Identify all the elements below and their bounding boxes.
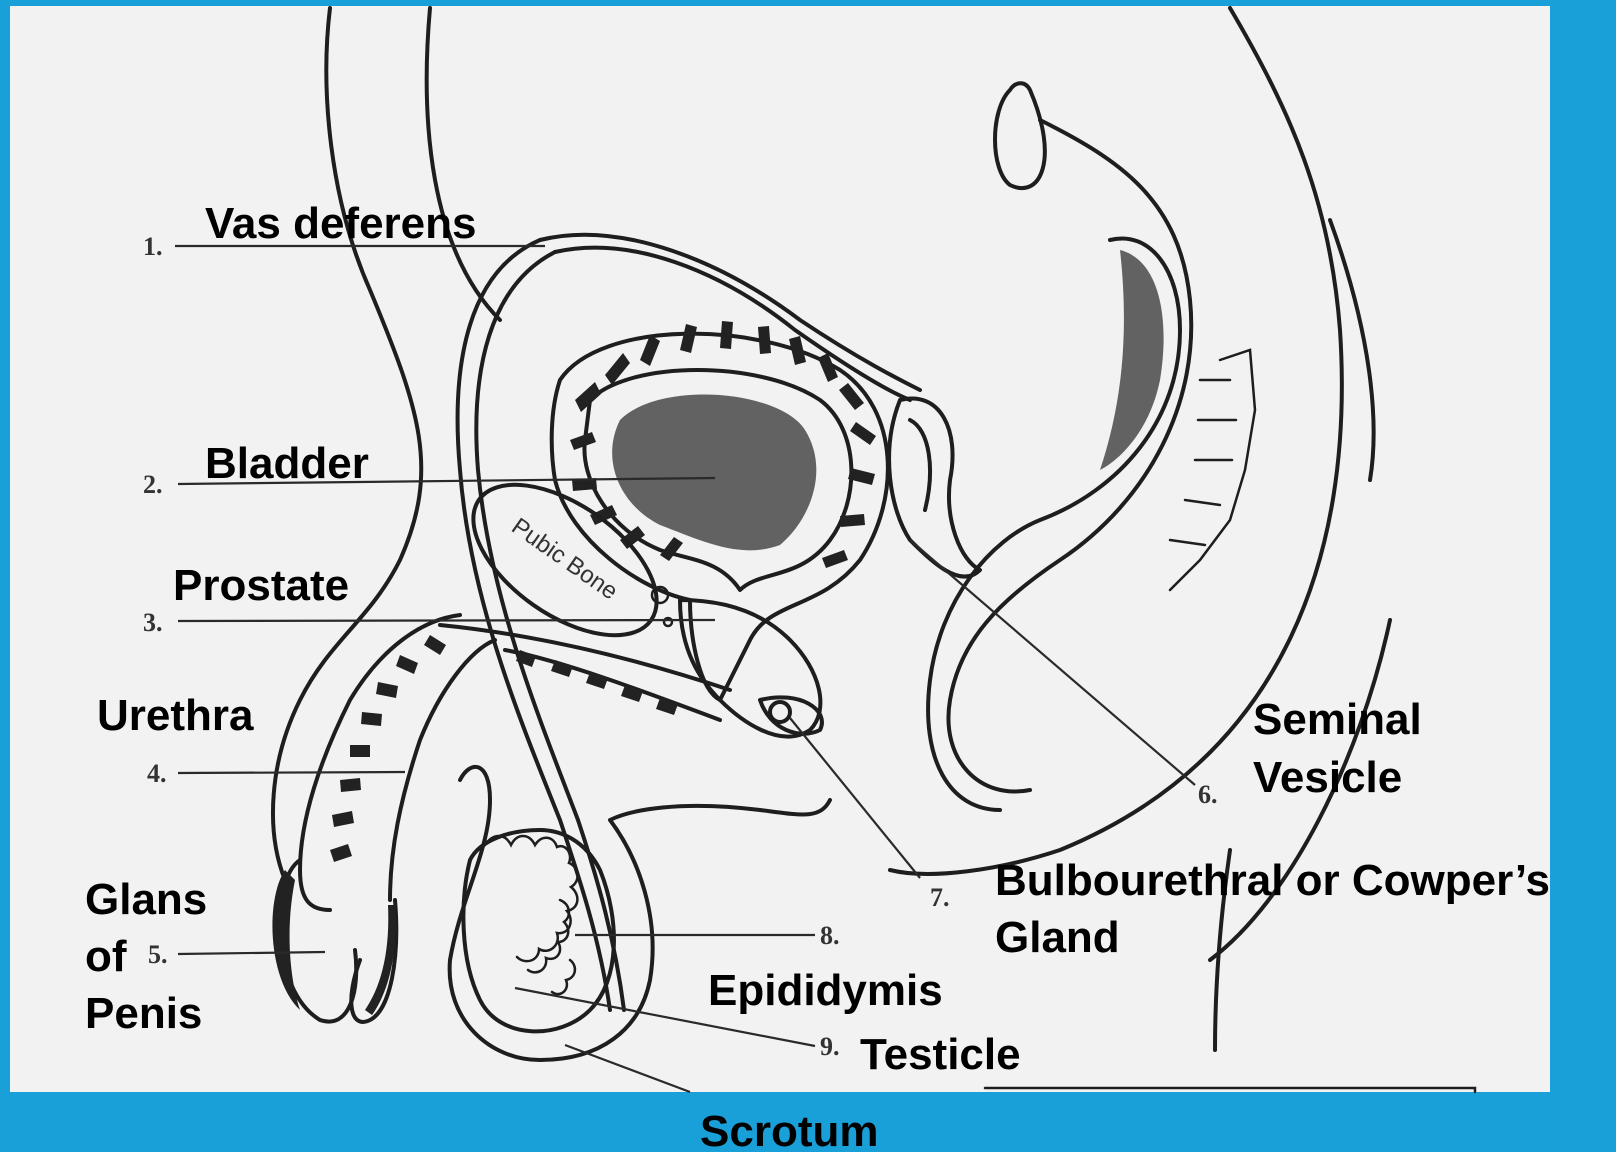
label-cowper-line2: Gland: [995, 913, 1120, 962]
number-6: 6.: [1198, 780, 1218, 809]
number-3: 3.: [143, 608, 163, 637]
leader-4: [178, 772, 405, 773]
label-glans-line2: of: [85, 932, 127, 981]
label-seminal-line2: Vesicle: [1253, 753, 1402, 802]
number-1: 1.: [143, 232, 163, 261]
label-vas-deferens: Vas deferens: [205, 199, 477, 248]
number-9: 9.: [820, 1032, 840, 1061]
label-epididymis: Epididymis: [708, 966, 943, 1015]
number-8: 8.: [820, 921, 840, 950]
label-urethra: Urethra: [97, 691, 254, 740]
label-bladder: Bladder: [205, 439, 369, 488]
label-testicle: Testicle: [860, 1030, 1021, 1079]
label-scrotum: Scrotum: [700, 1107, 878, 1152]
number-7: 7.: [930, 883, 950, 912]
label-seminal-line1: Seminal: [1253, 695, 1422, 744]
label-glans-line1: Glans: [85, 875, 207, 924]
number-5: 5.: [148, 940, 168, 969]
leader-3: [178, 620, 715, 621]
number-2: 2.: [143, 470, 163, 499]
diagram-panel: [10, 6, 1550, 1092]
label-glans-line3: Penis: [85, 989, 202, 1038]
label-cowper-line1: Bulbourethral or Cowper’s: [995, 856, 1550, 905]
label-prostate: Prostate: [173, 561, 349, 610]
number-4: 4.: [147, 759, 167, 788]
